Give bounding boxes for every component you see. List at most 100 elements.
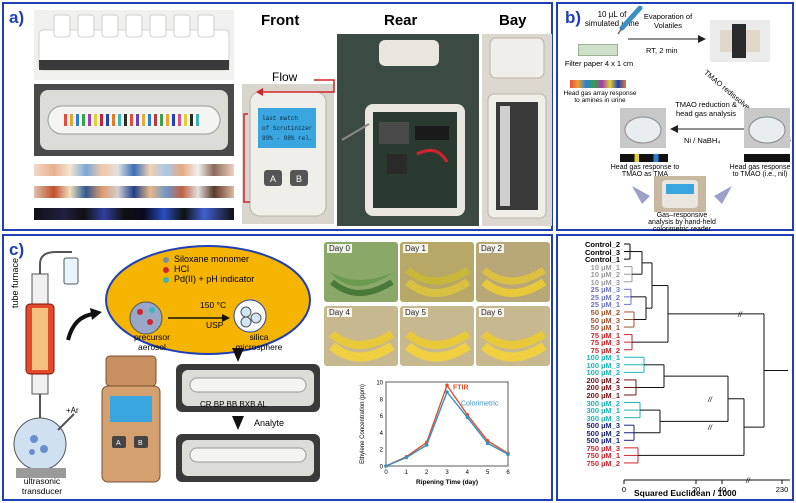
step-urine: 10 µL of simulated urine — [584, 10, 640, 28]
pipette-icon — [617, 6, 643, 35]
banana-day1: Day 1 — [400, 242, 474, 302]
x-axis-label: Ripening Time (day) — [416, 479, 478, 486]
arrow-reduction — [670, 125, 748, 133]
dendrogram-leaf-label: Control_1 — [584, 255, 620, 265]
x-tick-label: 6 — [506, 470, 510, 476]
dendrogram-leaf-label: Control_3 — [584, 247, 620, 257]
x-tick-label: 3 — [445, 470, 449, 476]
array-strip-2 — [34, 186, 234, 198]
svg-text:A: A — [270, 174, 276, 184]
dendrogram-leaf-label: 50 µM_1 — [590, 323, 620, 333]
svg-text:B: B — [138, 440, 143, 447]
x-tick-label: 40 — [718, 485, 726, 494]
data-point — [445, 390, 449, 394]
reduction-reagent: Ni / NaBH₄ — [684, 136, 721, 145]
array-strip-3 — [34, 208, 234, 220]
dendrogram-xlabel: Squared Euclidean / 1000 — [634, 488, 737, 498]
clip-photo — [710, 20, 770, 62]
reduction-label: TMAO reduction & head gas analysis — [675, 100, 737, 118]
y-tick-label: 8 — [380, 397, 384, 403]
flow-label: Flow — [272, 70, 298, 84]
ultrasonic-label: ultrasonic transducer — [21, 476, 63, 496]
banana-day0: Day 0 — [324, 242, 398, 302]
svg-text:A: A — [116, 440, 121, 447]
dendrogram-leaf-label: 300 µM_1 — [586, 406, 620, 416]
dendrogram-leaf-label: 10 µM_2 — [590, 270, 620, 280]
svg-text:last match: last match — [262, 115, 298, 122]
tma-response-label: Head gas response to TMAO as TMA — [610, 164, 680, 178]
banana-day5: Day 5 — [400, 306, 474, 366]
dendrogram-leaf-label: 750 µM_3 — [586, 443, 620, 453]
data-point — [506, 452, 510, 457]
plot-frame — [385, 381, 509, 467]
axis-break-mark: // — [745, 478, 751, 485]
y-tick-label: 6 — [380, 414, 384, 420]
legend-hcl: HCl — [174, 264, 189, 274]
dendrogram-leaf-label: 100 µM_2 — [586, 368, 620, 378]
panel-b: b) 10 µL of simulated urine Filter paper… — [556, 2, 794, 233]
x-tick-label: 2 — [425, 470, 429, 476]
dendrogram-leaf-label: 200 µM_1 — [586, 391, 620, 400]
analyte-label: Analyte — [254, 418, 285, 428]
dendrogram-leaf-label: 300 µM_3 — [586, 413, 620, 423]
ar-label: +Ar — [66, 406, 79, 415]
usp-apparatus — [13, 251, 79, 478]
array-response-strip — [570, 80, 626, 88]
nil-response-label: Head gas response to TMAO (i.e., nil) — [729, 164, 791, 178]
data-point — [445, 383, 449, 388]
down-arrow-1 — [232, 348, 244, 362]
banana-day4: Day 4 — [324, 306, 398, 366]
arrows-to-reader — [632, 186, 732, 204]
y-tick-label: 2 — [380, 448, 384, 454]
x-tick-label: 4 — [466, 470, 470, 476]
legend-pd: Pd(II) + pH indicator — [174, 274, 255, 284]
dendrogram-leaf-label: 500 µM_2 — [586, 428, 620, 438]
panel-b-label: b) — [565, 8, 582, 27]
y-axis-label: Ethylene Concentration (ppm) — [360, 384, 366, 464]
svg-text:B: B — [296, 174, 302, 184]
dendrogram-leaf-label: 300 µM_2 — [586, 398, 620, 408]
y-tick-label: 10 — [376, 381, 383, 387]
x-tick-label: 0 — [622, 485, 626, 494]
reader-bay-photo — [482, 34, 552, 226]
dendrogram-leaf-label: 25 µM_1 — [590, 300, 620, 310]
axis-break-mark: // — [707, 425, 713, 432]
x-tick-label: 5 — [486, 470, 490, 476]
array-strip-1 — [34, 164, 234, 176]
data-point — [384, 464, 388, 468]
filter-paper — [578, 44, 618, 56]
x-tick-label: 230 — [776, 485, 789, 494]
tma-response-strip — [620, 154, 668, 162]
svg-text:of Scrutinizer: of Scrutinizer — [262, 125, 313, 132]
dendrogram-leaf-label: 10 µM_3 — [590, 277, 620, 287]
reader-front-photo: last match of Scrutinizer 99% - 98% rel.… — [242, 84, 334, 224]
cartridge-before — [176, 364, 320, 412]
dendrogram-leaf-label: 100 µM_1 — [586, 353, 620, 363]
flow-arrow — [256, 79, 335, 96]
data-point — [465, 415, 470, 420]
x-tick-label: 0 — [384, 470, 388, 476]
banana-day2: Day 2 — [476, 242, 550, 302]
rear-title: Rear — [384, 12, 418, 29]
handheld-reader-photo — [654, 176, 706, 212]
dendrogram-leaf-label: 500 µM_3 — [586, 421, 620, 431]
evaporation-label: Evaporation of Volatiles — [643, 12, 693, 30]
dendrogram-leaf-label: 25 µM_3 — [590, 285, 620, 295]
series-label: Colorimetric — [461, 401, 499, 408]
curved-arrow — [66, 308, 102, 341]
dendrogram-leaf-label: 50 µM_3 — [590, 315, 620, 325]
dendrogram-leaf-label: 10 µM_1 — [590, 262, 620, 272]
reader-label: Gas–responsive analysis by hand-held col… — [648, 212, 716, 233]
process-temp: 150 °C — [200, 300, 227, 310]
dendrogram-leaf-label: 200 µM_2 — [586, 375, 620, 385]
front-title: Front — [261, 12, 300, 29]
axis-break-mark: // — [707, 397, 713, 404]
panel-a-label: a) — [9, 8, 25, 27]
tube-furnace-label: tube furnace — [10, 257, 20, 308]
process-usp: USP — [206, 320, 224, 330]
gold-reader-photo: A B — [96, 346, 166, 486]
banana-day6: Day 6 — [476, 306, 550, 366]
cartridge-side-photo — [34, 10, 234, 80]
panel-a: a) — [2, 2, 553, 231]
